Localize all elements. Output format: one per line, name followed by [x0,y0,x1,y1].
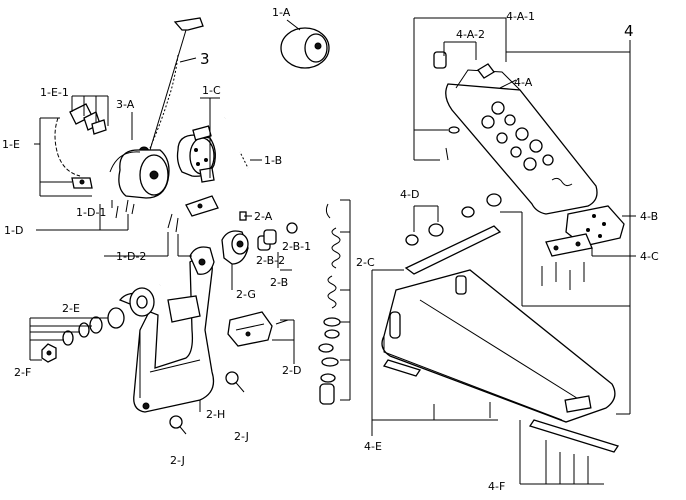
label-4f: 4-F [488,480,505,493]
label-2d: 2-D [282,364,301,377]
label-3: 3 [200,50,210,68]
baseplate-4e [381,269,620,476]
label-2b1: 2-B-1 [282,240,311,253]
label-4a: 4-A [514,76,533,89]
label-2j-2: 2-J [170,454,185,467]
label-1a: 1-A [272,6,291,19]
label-2f: 2-F [14,366,31,379]
bolts-2j [169,371,245,435]
parts-4d [404,193,502,275]
label-1c: 1-C [202,84,221,97]
chain-1e [54,103,107,189]
label-2j-1: 2-J [234,430,249,443]
bracket-1d2 [167,195,219,233]
label-2g: 2-G [236,288,256,301]
nuts-2e-2f [41,307,125,363]
label-4a1: 4-A-1 [506,10,535,23]
label-1e: 1-E [2,138,20,151]
cam-1d [109,149,170,219]
label-1d: 1-D [4,224,23,237]
axle-2g [159,211,298,286]
label-2a: 2-A [254,210,273,223]
frame-2h [118,246,215,413]
label-2e: 2-E [62,302,80,315]
label-2h: 2-H [206,408,225,421]
label-4c: 4-C [640,250,659,263]
spring-stack-2c [318,203,341,405]
screw-1b [239,151,249,169]
label-1e1: 1-E-1 [40,86,69,99]
label-4a2: 4-A-2 [456,28,485,41]
callout-labels: 1-A 3 1-E-1 3-A 1-C 1-E 1-B 1-D-1 1-D 1-… [2,6,659,493]
label-2c: 2-C [356,256,375,269]
clamp-2d [227,311,289,347]
footboard-4a [433,51,598,215]
hinge-4c [541,233,593,290]
leader-lines [29,17,636,485]
label-1d2: 1-D-2 [116,250,146,263]
label-4e: 4-E [364,440,382,453]
label-4d: 4-D [400,188,419,201]
label-4: 4 [624,22,634,40]
label-4b: 4-B [640,210,658,223]
label-3a: 3-A [116,98,135,111]
label-1b: 1-B [264,154,282,167]
label-1d1: 1-D-1 [76,206,106,219]
hub-1c [176,125,216,183]
beater-1a [224,27,330,119]
label-2b2: 2-B-2 [256,254,285,267]
label-2b: 2-B [270,276,288,289]
